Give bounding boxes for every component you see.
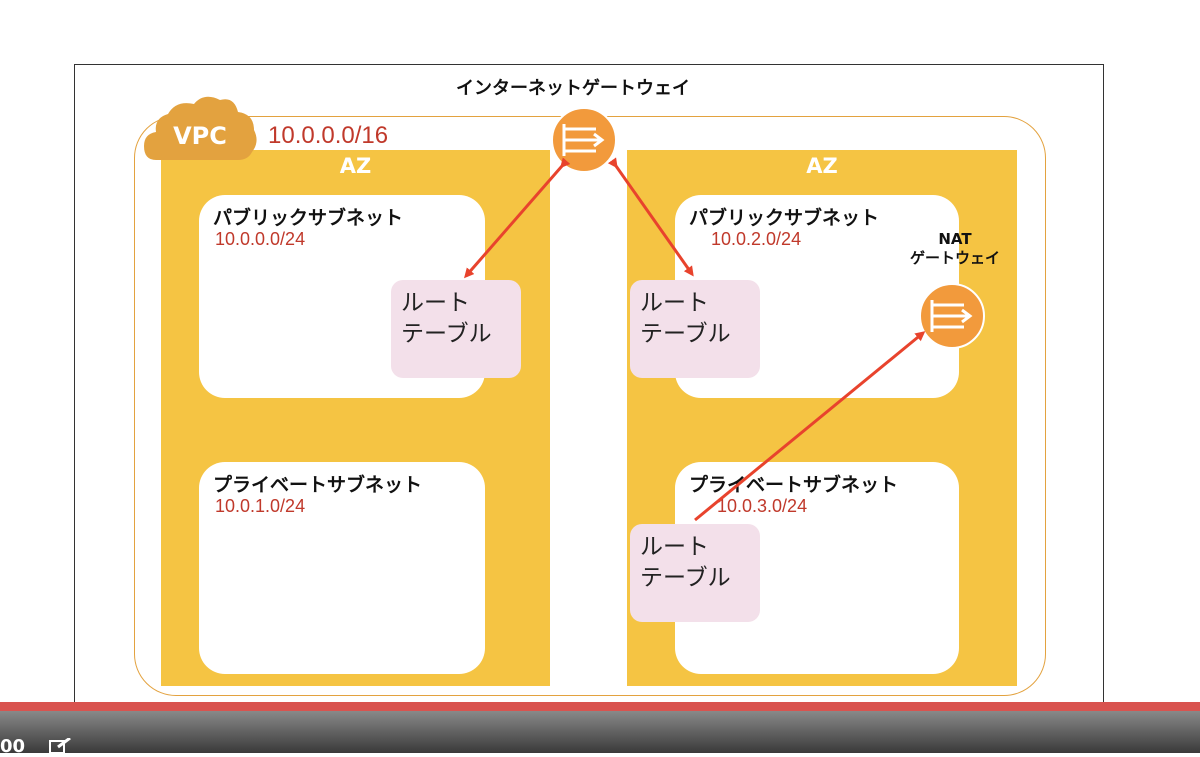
public-subnet-right-title: パブリックサブネット — [689, 207, 880, 229]
arrow-igw-to-right-route-table — [607, 157, 694, 277]
az-right-label: AZ — [806, 154, 838, 178]
arrow-private-route-to-nat — [694, 331, 926, 522]
route-table-line2: テーブル — [401, 321, 492, 347]
nat-gateway-label-line1: NAT — [938, 230, 972, 248]
internet-gateway-icon — [550, 106, 618, 174]
private-subnet-left: プライベートサブネット 10.0.1.0/24 — [199, 462, 485, 674]
route-table-private-right: ルート テーブル — [630, 524, 760, 622]
route-table-line2: テーブル — [640, 321, 731, 347]
az-left-label: AZ — [339, 154, 372, 178]
nat-gateway-label-line2: ゲートウェイ — [909, 249, 1000, 267]
public-subnet-right-cidr: 10.0.2.0/24 — [711, 229, 802, 249]
public-subnet-left-cidr: 10.0.0.0/24 — [215, 229, 306, 249]
vpc-badge-text: VPC — [173, 122, 227, 150]
private-subnet-right-title: プライベートサブネット — [689, 474, 899, 496]
nat-gateway-label: NAT ゲートウェイ — [900, 230, 1010, 268]
video-time: 00 — [0, 736, 26, 757]
route-table-line2: テーブル — [640, 565, 731, 591]
video-progress-bar[interactable] — [0, 702, 1200, 711]
route-table-line1: ルート — [401, 290, 470, 316]
vpc-cloud-icon: VPC — [142, 94, 260, 164]
nat-gateway-icon — [918, 282, 986, 350]
arrow-igw-to-left-route-table — [464, 157, 571, 279]
private-subnet-right-cidr: 10.0.3.0/24 — [717, 496, 808, 516]
route-table-line1: ルート — [640, 290, 709, 316]
edit-icon[interactable] — [48, 736, 72, 757]
private-subnet-left-title: プライベートサブネット — [213, 474, 423, 496]
internet-gateway-label: インターネットゲートウェイ — [456, 78, 690, 99]
route-table-public-left: ルート テーブル — [391, 280, 521, 378]
public-subnet-left-title: パブリックサブネット — [213, 207, 404, 229]
route-table-line1: ルート — [640, 534, 709, 560]
availability-zone-left: AZ パブリックサブネット 10.0.0.0/24 プライベートサブネット 10… — [161, 150, 550, 686]
private-subnet-left-cidr: 10.0.1.0/24 — [215, 496, 306, 516]
vpc-cidr: 10.0.0.0/16 — [268, 122, 389, 149]
route-table-public-right: ルート テーブル — [630, 280, 760, 378]
